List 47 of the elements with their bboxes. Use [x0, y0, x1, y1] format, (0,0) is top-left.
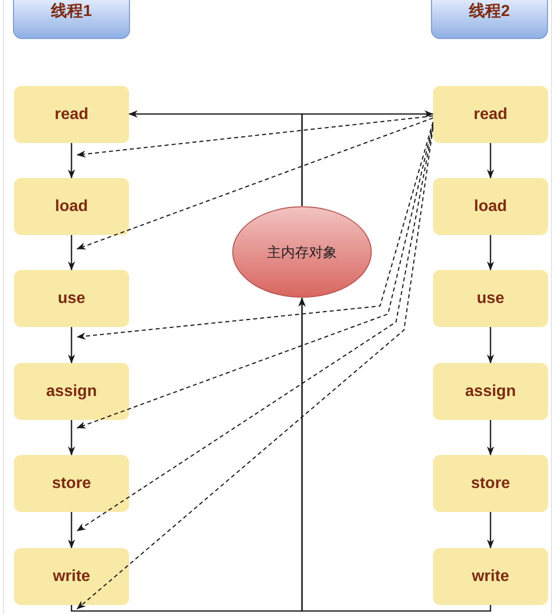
- arrow: [301, 110, 434, 206]
- dashed-arrow: [76, 115, 434, 158]
- thread-label: 线程1: [51, 2, 92, 22]
- step-box: [14, 270, 129, 327]
- step-label: load: [55, 197, 88, 216]
- arrow: [486, 512, 494, 548]
- step-box: [14, 363, 129, 420]
- arrow: [298, 298, 492, 612]
- dashed-arrow: [76, 126, 434, 532]
- step-box: [433, 86, 548, 143]
- step-box: [433, 455, 548, 512]
- step-label: read: [474, 105, 508, 124]
- dashed-arrow: [76, 117, 434, 250]
- arrow: [486, 235, 494, 270]
- step-label: assign: [465, 382, 516, 401]
- step-box: [433, 548, 548, 605]
- step-box: [14, 86, 129, 143]
- dashed-arrow: [76, 124, 434, 429]
- step-label: assign: [46, 382, 97, 401]
- step-box: [14, 548, 129, 605]
- step-label: use: [476, 289, 504, 308]
- thread-header: [13, 0, 130, 39]
- dashed-arrow: [76, 128, 434, 610]
- step-label: write: [472, 567, 510, 586]
- step-box: [433, 270, 548, 327]
- step-box: [433, 363, 548, 420]
- arrow: [68, 512, 76, 548]
- step-box: [14, 455, 129, 512]
- arrow: [68, 327, 76, 364]
- step-label: use: [58, 289, 86, 308]
- step-box: [14, 178, 129, 235]
- step-label: store: [470, 474, 510, 493]
- arrow: [486, 420, 494, 456]
- step-label: load: [474, 197, 507, 216]
- arrow: [486, 327, 494, 364]
- thread-header: [431, 0, 548, 39]
- arrow: [486, 143, 494, 178]
- step-label: store: [52, 474, 92, 493]
- dashed-arrow: [76, 122, 434, 340]
- node-label: 主内存对象: [267, 244, 337, 260]
- thread-label: 线程2: [469, 2, 510, 22]
- arrow: [68, 420, 76, 456]
- step-label: write: [52, 567, 90, 586]
- arrow: [68, 143, 76, 178]
- step-label: read: [54, 105, 88, 124]
- arrow: [68, 235, 76, 270]
- step-box: [433, 178, 548, 235]
